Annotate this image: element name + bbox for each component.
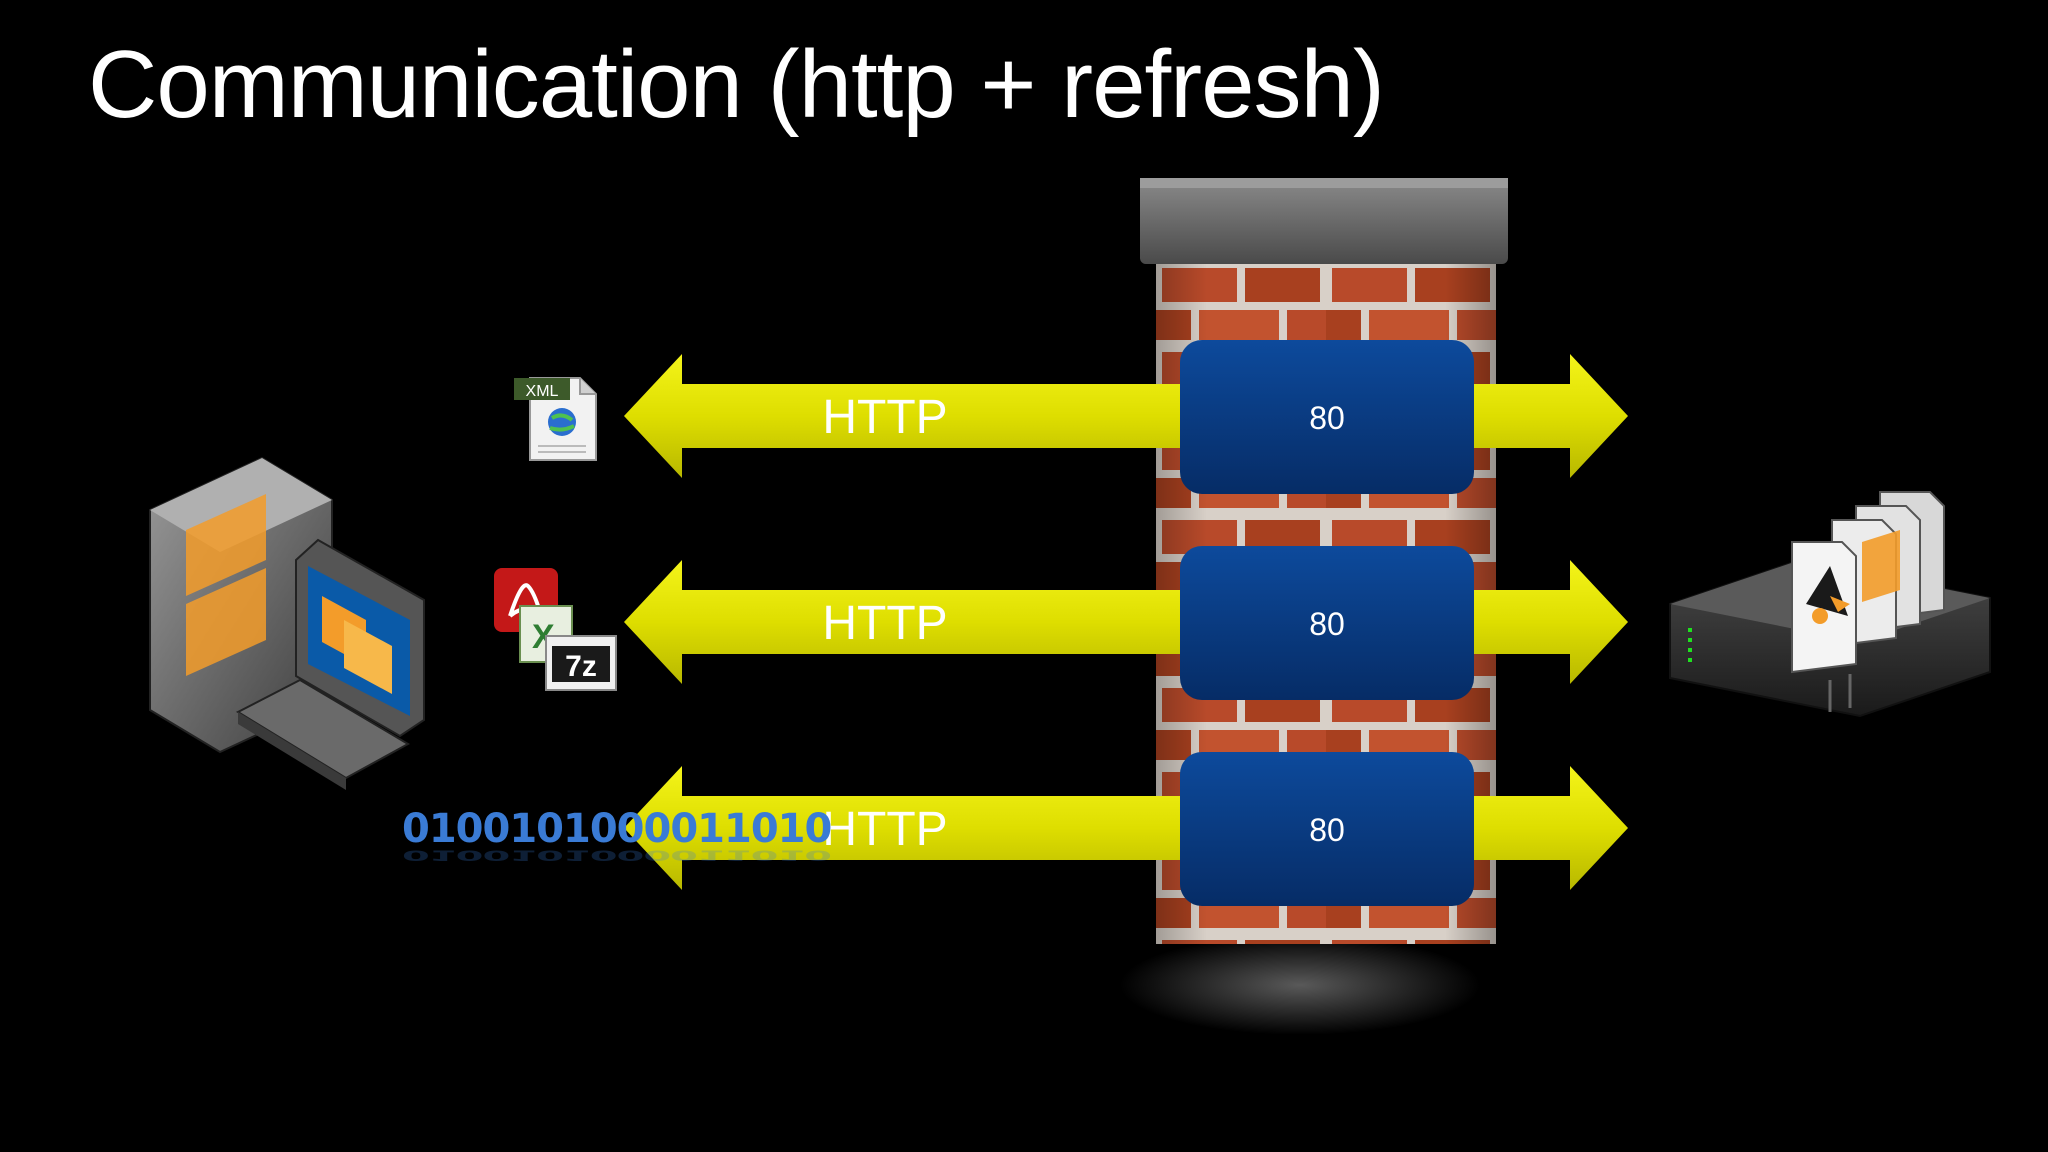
port-label-3: 80 <box>1309 812 1345 848</box>
http-label-2: HTTP <box>822 597 947 650</box>
port-box-1 <box>1180 340 1474 494</box>
binary-data-reflection: 0100101000011010 <box>402 847 831 863</box>
server-rack-icon <box>1669 491 1991 718</box>
port-label-1: 80 <box>1309 400 1345 436</box>
zip-badge-label: 7z <box>565 650 597 683</box>
http-label-1: HTTP <box>822 391 947 444</box>
binary-data: 0100101000011010 0100101000011010 <box>402 806 832 863</box>
slide-title: Communication (http + refresh) <box>88 31 1385 138</box>
application-icon <box>1806 566 1850 624</box>
monitor <box>295 538 425 738</box>
xml-badge-label: XML <box>526 383 559 400</box>
port-box-3 <box>1180 752 1474 906</box>
binary-data-text: 0100101000011010 <box>402 806 831 852</box>
keyboard <box>235 678 411 790</box>
desktop-computer-icon <box>149 456 425 790</box>
port-box-2 <box>1180 546 1474 700</box>
http-label-3: HTTP <box>822 803 947 856</box>
7z-archive-icon: 7z <box>545 635 617 691</box>
server-documents <box>1791 491 1945 674</box>
port-label-2: 80 <box>1309 606 1345 642</box>
xml-file-icon: XML <box>514 377 597 461</box>
document-files-icon: X 7z <box>494 568 617 691</box>
